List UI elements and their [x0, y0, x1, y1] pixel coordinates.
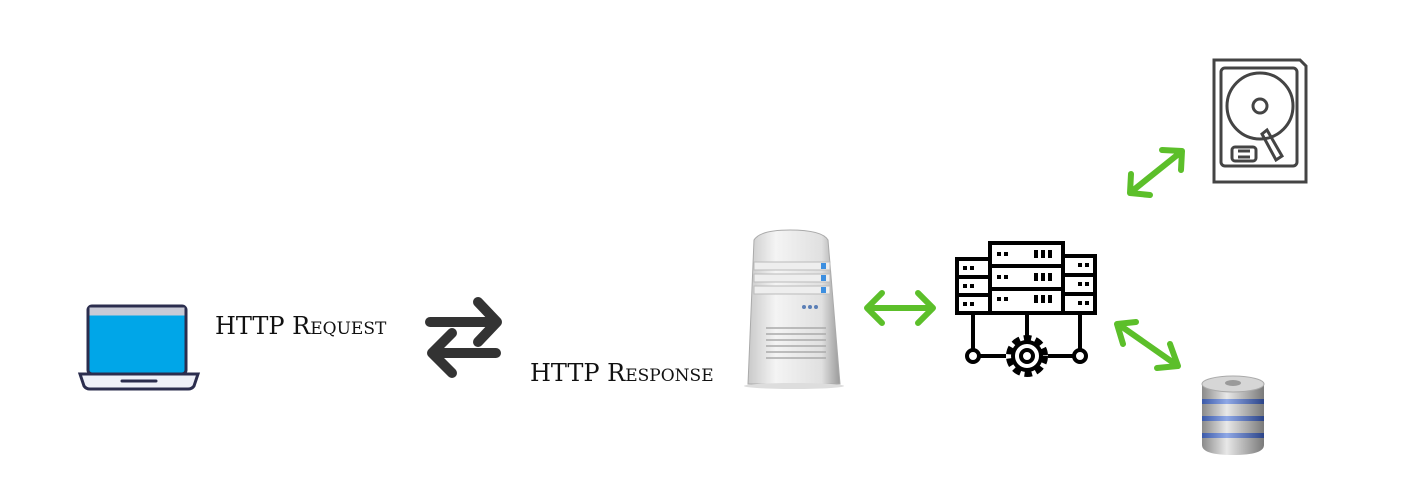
server-led-icons — [963, 250, 1089, 306]
bidirectional-arrow-db-icon — [1114, 319, 1181, 371]
application-server-icon — [955, 241, 1097, 377]
http-request-label: HTTP Request — [215, 312, 387, 340]
http-response-label: HTTP Response — [530, 359, 714, 387]
laptop-icon — [77, 304, 201, 391]
bidirectional-arrow-disk-icon — [1127, 147, 1185, 198]
hard-disk-icon — [1212, 58, 1308, 184]
request-response-arrows-icon — [425, 297, 502, 378]
web-server-icon — [744, 229, 844, 389]
database-icon — [1201, 375, 1265, 455]
bidirectional-arrow-icon — [864, 290, 936, 326]
